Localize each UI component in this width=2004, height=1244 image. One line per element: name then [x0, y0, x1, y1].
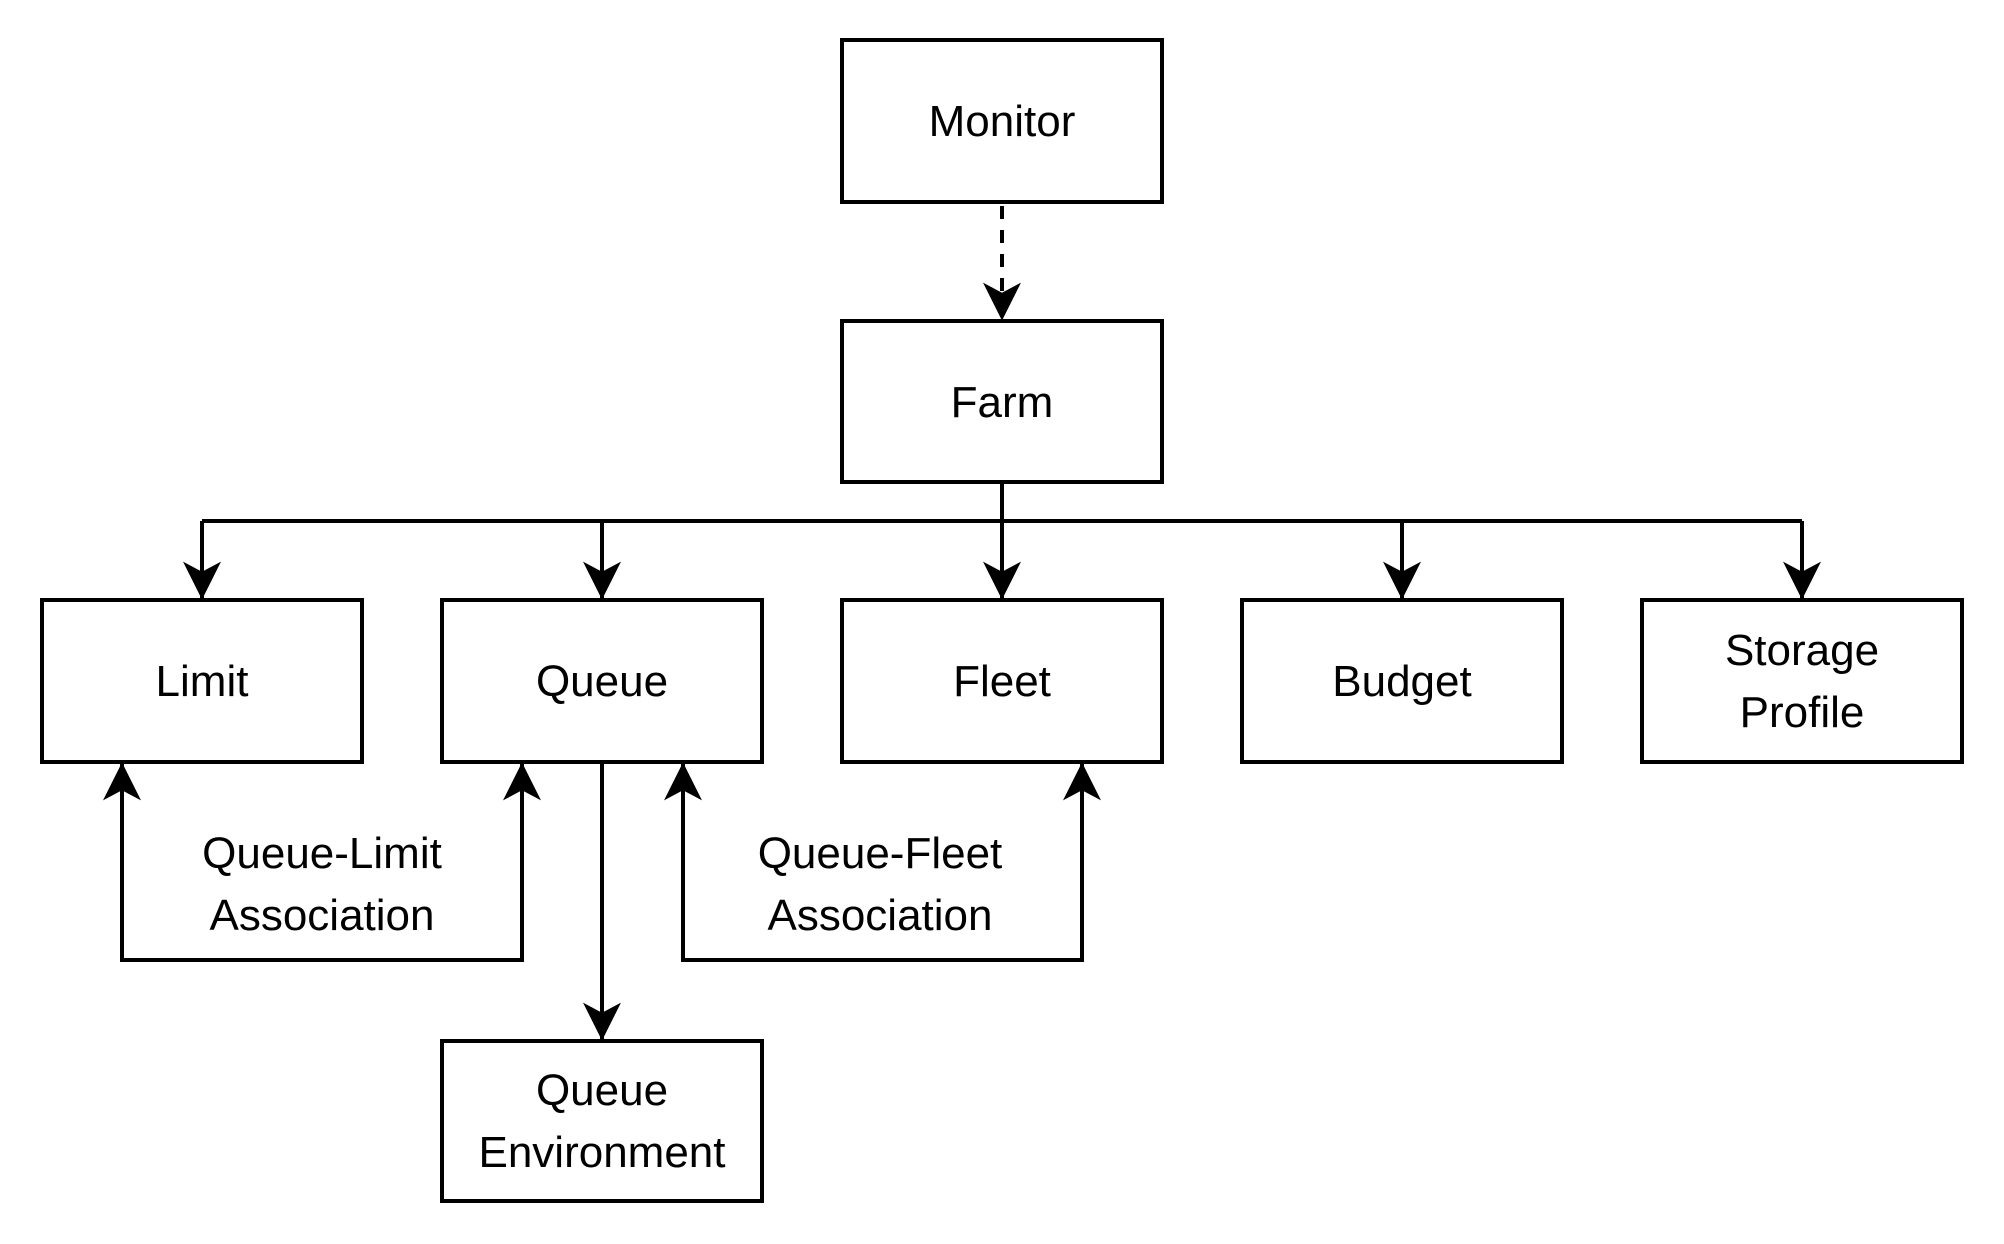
budget-label: Budget	[1332, 657, 1471, 706]
farm-box	[840, 319, 1164, 484]
node-limit: Limit	[40, 598, 364, 764]
node-farm: Farm	[840, 319, 1164, 484]
queue-limit-association-label-line2: Association	[209, 891, 434, 940]
node-monitor: Monitor	[840, 38, 1164, 204]
node-storage-profile: Storage Profile	[1640, 598, 1964, 764]
fleet-box	[840, 598, 1164, 764]
monitor-box	[840, 38, 1164, 204]
edge-queue-fleet-association	[664, 762, 1101, 962]
queue-limit-association-label-line1: Queue-Limit	[202, 829, 442, 878]
queue-environment-label-line1: Queue	[536, 1066, 668, 1115]
storage-profile-box	[1640, 598, 1964, 764]
node-queue: Queue	[440, 598, 764, 764]
limit-label: Limit	[156, 657, 249, 706]
queue-box	[440, 598, 764, 764]
farm-label: Farm	[951, 378, 1054, 427]
edge-queue-limit-association	[103, 762, 541, 962]
queue-fleet-association-label-line2: Association	[767, 891, 992, 940]
node-queue-environment: Queue Environment	[440, 1039, 764, 1203]
fleet-label: Fleet	[953, 657, 1051, 706]
node-budget: Budget	[1240, 598, 1564, 764]
storage-profile-label-line1: Storage	[1725, 626, 1879, 675]
limit-box	[40, 598, 364, 764]
node-fleet: Fleet	[840, 598, 1164, 764]
queue-fleet-association-label-line1: Queue-Fleet	[758, 829, 1003, 878]
queue-label: Queue	[536, 657, 668, 706]
edge-farm-children	[183, 484, 1821, 600]
monitor-label: Monitor	[929, 97, 1076, 146]
budget-box	[1240, 598, 1564, 764]
queue-environment-label-line2: Environment	[478, 1128, 725, 1177]
queue-environment-box	[440, 1039, 764, 1203]
storage-profile-label-line2: Profile	[1740, 688, 1865, 737]
